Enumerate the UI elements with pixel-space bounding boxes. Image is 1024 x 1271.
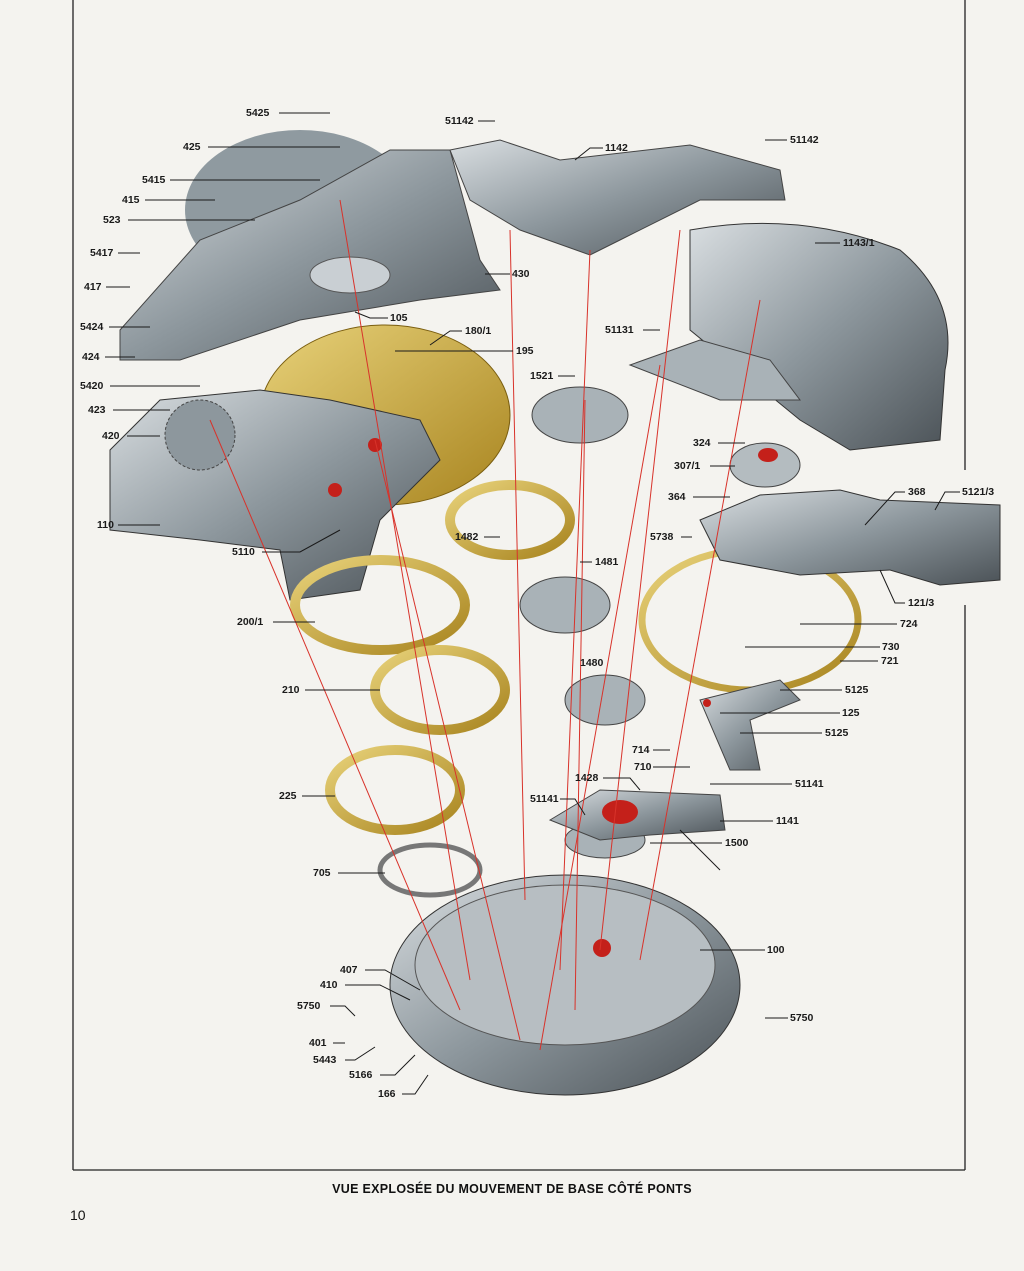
part-label: 420 [102,430,120,442]
part-label: 724 [900,618,918,630]
part-label: 307/1 [674,460,701,472]
part-label: 364 [668,491,686,503]
part-label: 368 [908,486,926,498]
part-label: 121/3 [908,597,935,609]
main-plate-100 [389,874,741,1096]
part-label: 5750 [790,1012,814,1024]
part-label: 5750 [297,1000,321,1012]
part-label: 5738 [650,531,674,543]
part-label: 166 [378,1088,396,1100]
part-label: 51141 [530,793,559,805]
part-label: 51142 [790,134,819,146]
bridge-1142 [449,139,786,256]
part-label: 5424 [80,321,104,333]
part-label: 410 [320,979,338,991]
part-label: 200/1 [237,616,264,628]
part-label: 324 [693,437,711,449]
part-label: 5425 [246,107,270,119]
part-label: 5125 [845,684,869,696]
part-label: 407 [340,964,358,976]
part-label: 5121/3 [962,486,995,498]
part-label: 1141 [776,815,799,827]
part-label: 424 [82,351,100,363]
part-label: 210 [282,684,300,696]
page-number: 10 [70,1207,86,1223]
part-label: 5420 [80,380,104,392]
part-label: 1428 [575,772,599,784]
pallet-bridges [548,679,801,841]
balance-bridge-121-3 [628,339,1001,586]
part-label: 51142 [445,115,474,127]
part-label: 51131 [605,324,634,336]
part-label: 714 [632,744,650,756]
part-label: 415 [122,194,140,206]
part-label: 105 [390,312,408,324]
part-label: 51141 [795,778,824,790]
part-label: 125 [842,707,860,719]
part-label: 417 [84,281,102,293]
part-label: 1143/1 [843,237,875,249]
train-bridge-110 [109,389,441,601]
page-frame [72,0,966,1171]
part-label: 1481 [595,556,619,568]
part-label: 5166 [349,1069,373,1081]
part-label: 5415 [142,174,166,186]
part-label: 5443 [313,1054,337,1066]
part-label: 1480 [580,657,604,669]
guide-lines [209,199,761,1051]
part-label: 1521 [530,370,554,382]
part-label: 180/1 [465,325,492,337]
part-label: 110 [97,519,114,531]
part-label: 425 [183,141,201,153]
part-label: 705 [313,867,331,879]
part-label: 5417 [90,247,114,259]
part-label: 225 [279,790,297,802]
figure-caption: VUE EXPLOSÉE DU MOUVEMENT DE BASE CÔTÉ P… [332,1182,692,1196]
part-label: 730 [882,641,900,653]
part-label: 401 [309,1037,327,1049]
part-label: 710 [634,761,652,773]
rotor-1143-1 [689,222,949,451]
leader-lines [105,112,960,1095]
part-label: 1500 [725,837,749,849]
part-label: 5125 [825,727,849,739]
barrel-bridge-assembly [119,130,501,361]
part-label: 721 [881,655,899,667]
part-label: 5110 [232,546,255,558]
part-label: 523 [103,214,121,226]
part-label: 100 [767,944,785,956]
part-label: 430 [512,268,530,280]
part-label: 423 [88,404,106,416]
part-label: 195 [516,345,534,357]
part-label: 1482 [455,531,479,543]
part-label: 1142 [605,142,628,154]
